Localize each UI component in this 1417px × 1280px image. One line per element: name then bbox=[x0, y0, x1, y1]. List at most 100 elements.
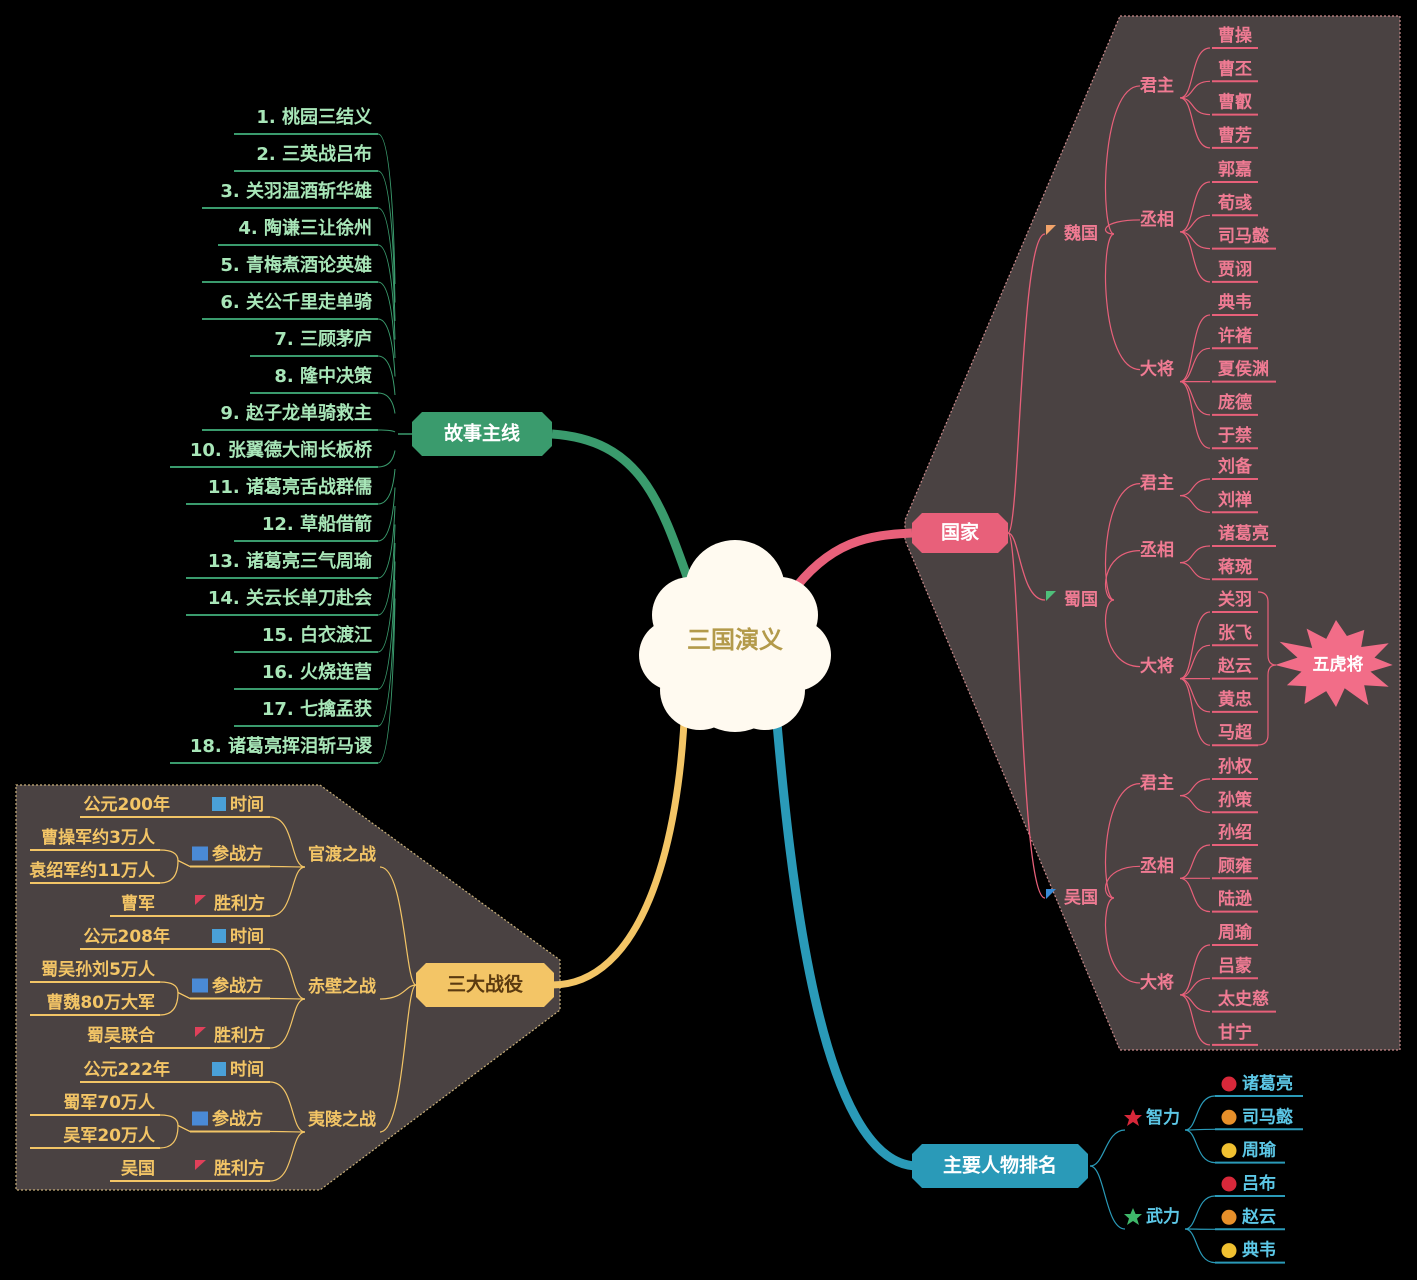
ranking-group-label: 武力 bbox=[1146, 1206, 1180, 1227]
battle-name-link bbox=[379, 984, 417, 1000]
battle-field-label: 胜利方 bbox=[214, 1158, 265, 1179]
country-item-link bbox=[1179, 214, 1211, 233]
battle-field-label: 时间 bbox=[230, 794, 264, 815]
story-item: 10. 张翼德大闹长板桥 bbox=[190, 439, 373, 461]
battle-field-link bbox=[269, 997, 306, 1000]
country-item-link bbox=[1179, 844, 1211, 879]
battle-field-link bbox=[269, 1081, 306, 1133]
clock-icon bbox=[212, 797, 226, 811]
battle-field-link bbox=[269, 1130, 306, 1133]
story-connector bbox=[551, 429, 695, 587]
rank-badge-icon bbox=[1221, 1243, 1237, 1259]
country-group-label: 吴国 bbox=[1064, 888, 1098, 908]
story-item-link bbox=[377, 598, 396, 764]
battle-title: 三大战役 bbox=[447, 973, 523, 996]
country-person: 许褚 bbox=[1218, 325, 1252, 346]
country-connector bbox=[786, 528, 913, 598]
country-item-link bbox=[1179, 381, 1211, 449]
flag-icon bbox=[195, 1160, 206, 1170]
story-item: 4. 陶谦三让徐州 bbox=[238, 217, 372, 239]
battle-field-link bbox=[269, 865, 306, 868]
story-item: 17. 七擒孟获 bbox=[262, 698, 372, 720]
country-person: 夏侯渊 bbox=[1218, 359, 1269, 380]
country-item-link bbox=[1179, 545, 1211, 564]
story-item: 1. 桃园三结义 bbox=[256, 106, 372, 128]
country-person: 吕蒙 bbox=[1218, 955, 1252, 976]
country-role-label: 丞相 bbox=[1140, 209, 1174, 230]
country-item-link bbox=[1179, 478, 1211, 497]
battle-connector bbox=[551, 699, 689, 989]
country-item-link bbox=[1179, 80, 1211, 99]
story-item-link bbox=[377, 429, 396, 433]
country-group-label: 魏国 bbox=[1063, 223, 1098, 244]
story-item-link bbox=[377, 505, 396, 579]
country-item-link bbox=[1179, 944, 1211, 996]
people-icon bbox=[192, 1111, 208, 1126]
story-item: 16. 火烧连营 bbox=[262, 661, 372, 683]
battle-time: 公元200年 bbox=[84, 794, 171, 815]
flag-icon bbox=[1046, 591, 1056, 601]
country-person: 赵云 bbox=[1217, 656, 1252, 677]
story-item: 15. 白衣渡江 bbox=[262, 624, 372, 646]
country-node bbox=[912, 513, 1008, 553]
country-person: 庞德 bbox=[1218, 392, 1252, 413]
country-item-link bbox=[1179, 181, 1211, 233]
country-item-link bbox=[1179, 97, 1211, 149]
rank-badge-icon bbox=[1221, 1076, 1237, 1092]
battle-side: 蜀军70万人 bbox=[63, 1093, 156, 1113]
story-item: 8. 隆中决策 bbox=[274, 365, 373, 387]
country-role-label: 丞相 bbox=[1140, 540, 1174, 561]
battle-side: 蜀吴孙刘5万人 bbox=[41, 959, 156, 980]
country-person: 孙绍 bbox=[1218, 822, 1252, 843]
story-item-link bbox=[377, 318, 396, 377]
country-item-link bbox=[1179, 644, 1211, 680]
center-title: 三国演义 bbox=[687, 626, 783, 654]
country-person: 张飞 bbox=[1218, 623, 1252, 643]
country-person: 贾诩 bbox=[1218, 260, 1252, 280]
country-group-label: 蜀国 bbox=[1064, 590, 1098, 610]
battle-side: 袁绍军约11万人 bbox=[28, 860, 156, 881]
cloud-puff bbox=[675, 580, 795, 700]
country-person: 马超 bbox=[1218, 722, 1253, 743]
country-panel bbox=[904, 15, 1401, 1051]
ranking-node bbox=[912, 1144, 1088, 1188]
flag-icon bbox=[195, 1027, 206, 1037]
country-sub-link bbox=[1104, 865, 1141, 899]
country-role-label: 丞相 bbox=[1140, 855, 1174, 876]
battle-name: 官渡之战 bbox=[308, 844, 376, 865]
battle-field-label: 胜利方 bbox=[214, 1025, 265, 1046]
story-title: 故事主线 bbox=[444, 422, 520, 445]
battle-side-link bbox=[159, 859, 191, 884]
country-person: 郭嘉 bbox=[1218, 159, 1252, 180]
country-role-label: 君主 bbox=[1140, 75, 1174, 96]
battle-field-label: 胜利方 bbox=[214, 893, 265, 914]
country-person: 曹叡 bbox=[1218, 92, 1252, 113]
battle-name: 赤壁之战 bbox=[308, 976, 376, 997]
country-person: 曹丕 bbox=[1218, 59, 1252, 79]
battle-side: 曹魏80万大军 bbox=[46, 992, 155, 1013]
country-person: 典韦 bbox=[1218, 292, 1252, 313]
story-item-link bbox=[377, 542, 396, 653]
battle-field-link bbox=[269, 948, 306, 1000]
country-person: 于禁 bbox=[1218, 425, 1252, 446]
country-person: 荀彧 bbox=[1217, 192, 1252, 213]
country-person: 孙策 bbox=[1218, 789, 1253, 810]
country-person: 周瑜 bbox=[1218, 922, 1253, 943]
battle-node bbox=[416, 963, 554, 1007]
country-role-label: 君主 bbox=[1140, 773, 1174, 794]
story-item-link bbox=[377, 244, 396, 340]
country-item-link bbox=[1179, 611, 1211, 680]
story-item: 2. 三英战吕布 bbox=[256, 143, 372, 165]
story-item-link bbox=[377, 579, 396, 727]
country-item-link bbox=[1179, 231, 1211, 283]
story-item-link bbox=[377, 392, 396, 414]
ranking-item-link bbox=[1184, 1129, 1216, 1164]
battle-time: 公元208年 bbox=[84, 926, 171, 947]
country-person: 司马懿 bbox=[1218, 226, 1269, 247]
story-item-link bbox=[377, 133, 396, 285]
country-item-link bbox=[1179, 562, 1211, 580]
flag-icon bbox=[195, 895, 206, 905]
country-group-link bbox=[1007, 532, 1046, 601]
